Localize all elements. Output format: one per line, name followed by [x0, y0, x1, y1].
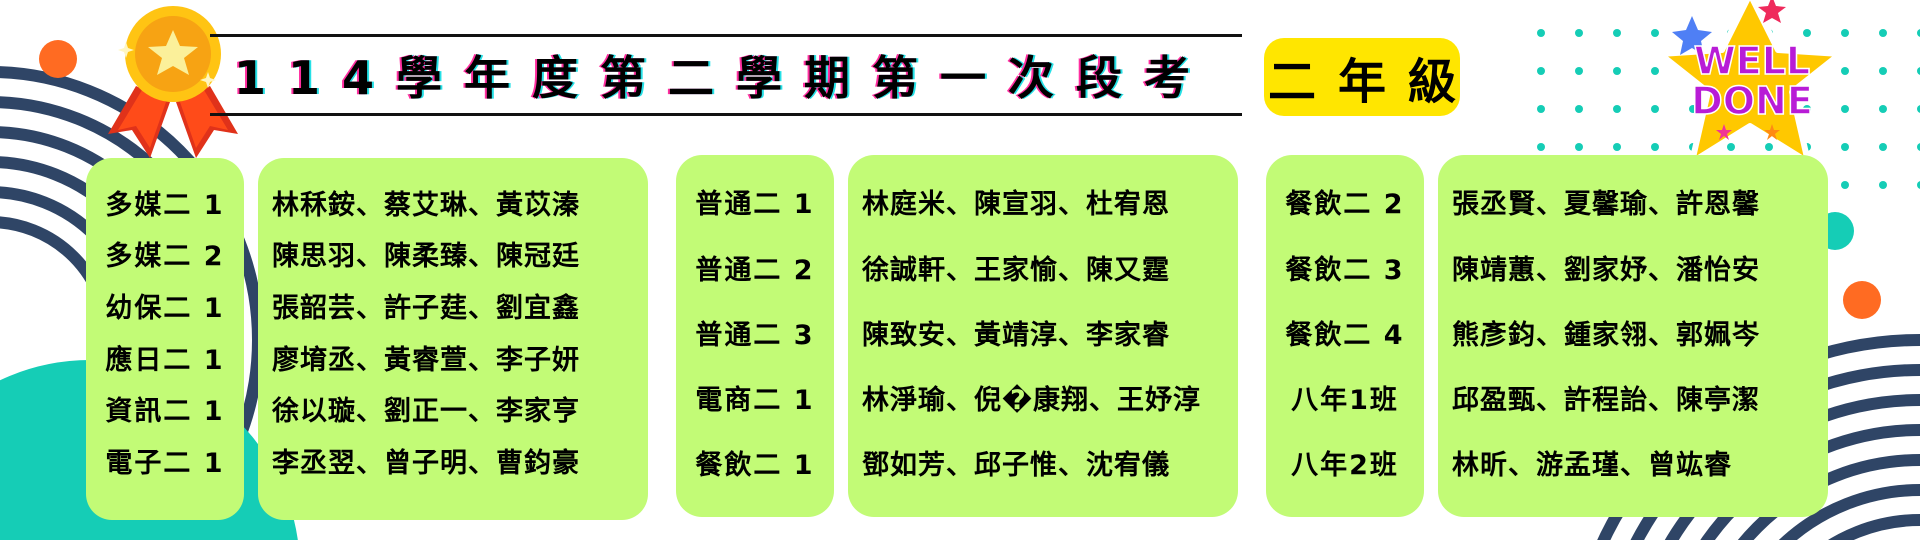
student-names-row: 林昕、游孟瑾、曾竑睿 — [1452, 450, 1732, 482]
class-label: 八年2班 — [1291, 450, 1399, 482]
student-names-row: 徐以璇、劉正一、李家亨 — [272, 396, 580, 428]
student-names-row: 林秝銨、蔡艾琳、黃苡溱 — [272, 189, 580, 221]
class-label: 電商二 1 — [695, 384, 815, 416]
student-names-row: 鄧如芳、邱子惟、沈宥儀 — [862, 450, 1170, 482]
title-banner: 114學年度第二學期第一次段考 — [210, 34, 1242, 116]
orange-dot-decoration-right — [1843, 281, 1881, 319]
student-names-panel-2: 林庭米、陳宣羽、杜宥恩 徐誠軒、王家愉、陳又霆 陳致安、黃靖淳、李家睿 林淨瑜、… — [848, 155, 1238, 517]
class-label: 資訊二 1 — [105, 396, 225, 428]
class-label: 餐飲二 1 — [695, 450, 815, 482]
student-names-row: 張丞賢、夏馨瑜、許恩馨 — [1452, 189, 1760, 221]
medal-icon — [108, 6, 238, 158]
class-label: 普通二 2 — [695, 254, 815, 286]
class-label: 八年1班 — [1291, 384, 1399, 416]
student-names-row: 廖堉丞、黃睿萱、李子妍 — [272, 344, 580, 376]
class-label: 餐飲二 2 — [1285, 189, 1405, 221]
student-names-row: 林庭米、陳宣羽、杜宥恩 — [862, 189, 1170, 221]
class-label: 多媒二 1 — [105, 189, 225, 221]
class-list-panel-1: 多媒二 1 多媒二 2 幼保二 1 應日二 1 資訊二 1 電子二 1 — [86, 158, 244, 520]
student-names-row: 陳致安、黃靖淳、李家睿 — [862, 319, 1170, 351]
orange-dot-decoration — [39, 40, 77, 78]
class-list-panel-2: 普通二 1 普通二 2 普通二 3 電商二 1 餐飲二 1 — [676, 155, 834, 517]
student-names-row: 林淨瑜、倪�康翔、王妤淳 — [862, 384, 1202, 416]
page-title: 114學年度第二學期第一次段考 — [234, 51, 1213, 105]
student-names-panel-1: 林秝銨、蔡艾琳、黃苡溱 陳思羽、陳柔臻、陳冠廷 張韶芸、許子莛、劉宜鑫 廖堉丞、… — [258, 158, 648, 520]
class-label: 應日二 1 — [105, 344, 225, 376]
well-done-line1: WELL — [1694, 39, 1810, 83]
student-names-row: 陳靖蕙、劉家妤、潘怡安 — [1452, 254, 1760, 286]
class-label: 幼保二 1 — [105, 292, 225, 324]
well-done-star-icon: WELL DONE — [1657, 0, 1843, 165]
class-label: 普通二 3 — [695, 319, 815, 351]
student-names-row: 熊彥鈞、鍾家翎、郭姵岑 — [1452, 319, 1760, 351]
grade-label: 二年級 — [1267, 54, 1478, 110]
student-names-row: 邱盈甄、許程詒、陳亭潔 — [1452, 384, 1760, 416]
student-names-row: 李丞翌、曾子明、曹鈞豪 — [272, 447, 580, 479]
class-label: 普通二 1 — [695, 189, 815, 221]
class-label: 餐飲二 3 — [1285, 254, 1405, 286]
class-label: 電子二 1 — [105, 447, 225, 479]
class-list-panel-3: 餐飲二 2 餐飲二 3 餐飲二 4 八年1班 八年2班 — [1266, 155, 1424, 517]
grade-badge: 二年級 — [1264, 38, 1460, 116]
well-done-line2: DONE — [1691, 79, 1813, 123]
student-names-row: 張韶芸、許子莛、劉宜鑫 — [272, 292, 580, 324]
class-label: 餐飲二 4 — [1285, 319, 1405, 351]
student-names-row: 陳思羽、陳柔臻、陳冠廷 — [272, 241, 580, 273]
class-label: 多媒二 2 — [105, 241, 225, 273]
student-names-panel-3: 張丞賢、夏馨瑜、許恩馨 陳靖蕙、劉家妤、潘怡安 熊彥鈞、鍾家翎、郭姵岑 邱盈甄、… — [1438, 155, 1828, 517]
student-names-row: 徐誠軒、王家愉、陳又霆 — [862, 254, 1170, 286]
